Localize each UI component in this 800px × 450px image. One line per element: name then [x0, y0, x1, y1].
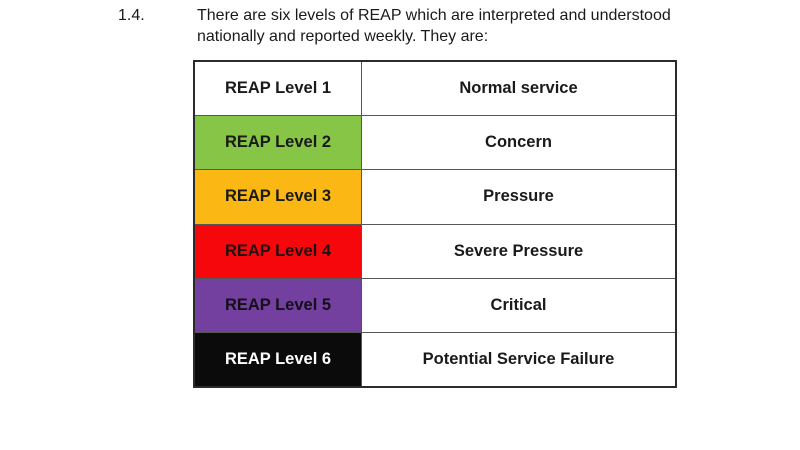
level-cell: REAP Level 6 [195, 332, 362, 387]
level-cell: REAP Level 2 [195, 116, 362, 170]
description-cell: Severe Pressure [362, 224, 675, 278]
level-cell: REAP Level 5 [195, 278, 362, 332]
level-cell: REAP Level 3 [195, 170, 362, 224]
description-cell: Concern [362, 116, 675, 170]
level-cell: REAP Level 1 [195, 62, 362, 116]
description-cell: Pressure [362, 170, 675, 224]
level-cell: REAP Level 4 [195, 224, 362, 278]
paragraph-text: There are six levels of REAP which are i… [197, 7, 671, 45]
paragraph-number: 1.4. [118, 7, 145, 24]
description-cell: Potential Service Failure [362, 332, 675, 387]
description-cell: Critical [362, 278, 675, 332]
description-cell: Normal service [362, 62, 675, 116]
